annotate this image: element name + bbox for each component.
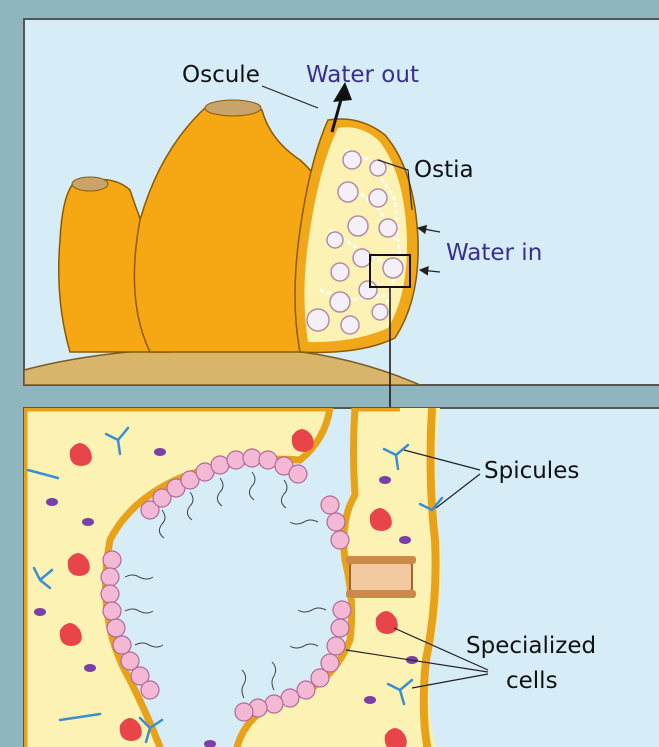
porocyte — [346, 556, 416, 598]
spicules-label: Spicules — [484, 458, 579, 484]
specialized-label-line1: Specialized — [466, 633, 596, 659]
ostia-label: Ostia — [414, 157, 474, 183]
main-sponge-oscule — [205, 100, 261, 116]
small-sponge-oscule — [72, 177, 108, 191]
top-panel: Oscule Water out Ostia Water in — [24, 19, 659, 385]
oscule-label: Oscule — [182, 62, 260, 88]
bottom-panel: Spicules Specialized cells — [24, 408, 659, 747]
specialized-label-line2: cells — [506, 668, 558, 694]
water-out-label: Water out — [306, 62, 419, 88]
water-in-label: Water in — [446, 240, 542, 266]
